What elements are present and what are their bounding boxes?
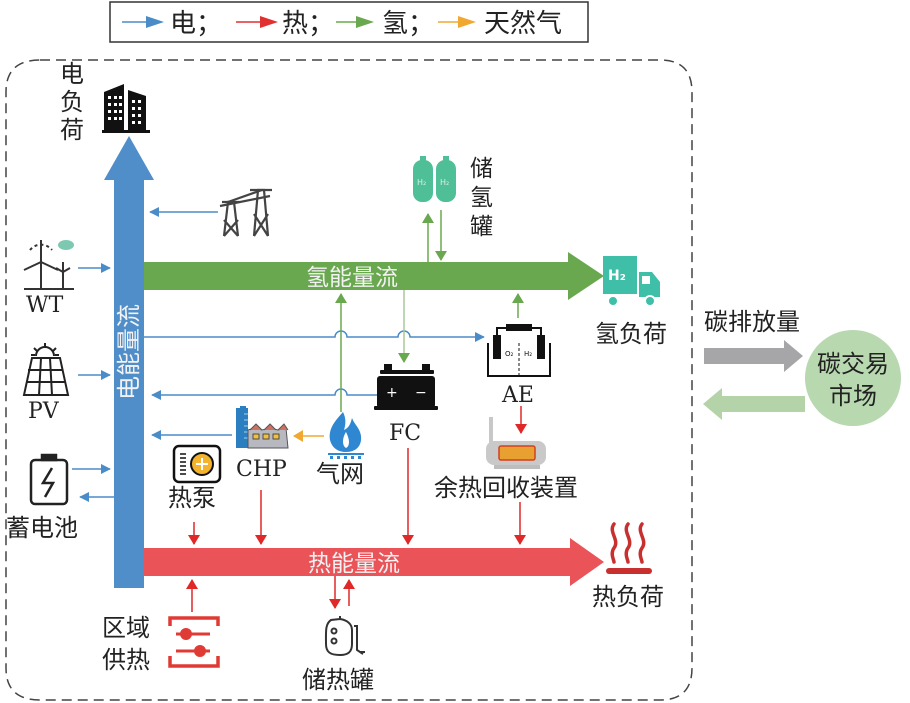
- legend-item-electric: 电；: [122, 9, 222, 39]
- heat-storage-node: 储热罐: [302, 576, 374, 694]
- electric-flow-bar: [114, 178, 144, 588]
- carbon-allowance-arrow: [703, 388, 805, 420]
- hydrogen-flow: 氢能量流: [144, 252, 604, 300]
- fc-minus-sign: −: [415, 385, 427, 401]
- electric-flow: 电能量流: [104, 136, 154, 588]
- electric-flow-label: 电能量流: [115, 304, 143, 400]
- fc-to-electric-line: [151, 388, 378, 400]
- solar-panel-icon: [22, 343, 70, 396]
- red-arrow-icon: [260, 16, 278, 28]
- electric-load-node: 电负荷: [60, 60, 150, 144]
- chp-node: CHP: [236, 406, 289, 545]
- heat-storage-label: 储热罐: [302, 666, 374, 694]
- legend-item-hydrogen: 氢；: [336, 9, 434, 39]
- building-icon: [102, 84, 150, 133]
- steam-base-icon: [606, 568, 652, 574]
- electric-to-ae-line: [144, 330, 485, 342]
- legend-item-gas: 天然气: [438, 9, 562, 39]
- hydrogen-flow-bar: [144, 262, 572, 290]
- heat-load-node: 热负荷: [592, 522, 664, 611]
- heat-pump-icon: [172, 444, 222, 484]
- hydrogen-flow-label: 氢能量流: [306, 265, 398, 291]
- transmission-tower-icon: [219, 188, 272, 237]
- boiler-icon: [486, 417, 546, 469]
- heat-tank-icon: [324, 616, 365, 657]
- legend-item-heat: 热；: [236, 9, 334, 39]
- tank-left-text: H₂: [417, 178, 426, 187]
- gas-grid-label: 气网: [316, 460, 364, 488]
- heat-flow-arrowhead: [570, 538, 604, 586]
- fuel-cell-icon: + −: [374, 364, 438, 410]
- chp-label: CHP: [236, 457, 287, 482]
- electric-flow-arrowhead: [104, 136, 154, 180]
- electrolyzer-icon: [487, 324, 551, 377]
- system-boundary: [5, 59, 693, 701]
- wind-turbine-icon: [23, 240, 74, 290]
- heat-flow: 热能量流: [144, 538, 604, 586]
- hydrogen-flow-arrowhead: [568, 252, 604, 300]
- battery-label: 蓄电池: [6, 514, 78, 542]
- wt-label: WT: [26, 293, 64, 318]
- green-arrow-icon: [356, 16, 374, 28]
- hydrogen-load-label: 氢负荷: [595, 320, 667, 348]
- waste-heat-node: 余热回收装置: [434, 417, 578, 545]
- heating-controls-icon: [168, 616, 220, 668]
- carbon-emission-arrow: [704, 340, 803, 372]
- hydrogen-tank-icon: H₂ H₂: [413, 156, 456, 202]
- fuel-cell-node: + − FC: [374, 364, 438, 446]
- hydrogen-storage-node: H₂ H₂ 储氢罐: [413, 156, 493, 240]
- ae-label: AE: [501, 383, 534, 408]
- district-heating-node: 区域供热: [102, 579, 220, 674]
- legend: 电； 热； 氢； 天然气: [109, 1, 589, 43]
- hydrogen-truck-icon: H₂: [603, 256, 660, 307]
- fc-label: FC: [389, 421, 421, 446]
- carbon-market-circle: [805, 330, 901, 426]
- chp-plant-icon: [236, 406, 289, 449]
- heat-flow-label: 热能量流: [308, 551, 400, 577]
- cloud-icon: [58, 240, 74, 250]
- wind-turbine-node: WT: [23, 240, 111, 318]
- legend-label-hydrogen: 氢；: [382, 9, 434, 39]
- district-heating-label: 区域供热: [102, 614, 150, 674]
- legend-label-gas: 天然气: [484, 9, 562, 39]
- electric-load-label: 电负荷: [60, 60, 84, 144]
- legend-label-electric: 电；: [170, 9, 222, 39]
- waste-heat-label: 余热回收装置: [434, 474, 578, 502]
- electrolyzer-node: O₂ H₂ AE: [487, 324, 551, 434]
- pv-node: PV: [22, 343, 111, 424]
- heat-load-label: 热负荷: [592, 583, 664, 611]
- carbon-market-label-line1: 碳交易: [817, 350, 889, 378]
- heat-pump-label: 热泵: [168, 484, 216, 512]
- ae-o2-text: O₂: [505, 350, 514, 358]
- blue-arrow-icon: [146, 16, 164, 28]
- steam-icon: [610, 522, 646, 564]
- carbon-market-label-line2: 市场: [829, 382, 877, 410]
- orange-arrow-icon: [458, 16, 476, 28]
- carbon-trading-section: 碳排放量 碳交易 市场: [703, 308, 901, 426]
- heat-pump-node: 热泵: [168, 444, 222, 545]
- hydrogen-storage-label: 储氢罐: [470, 156, 493, 240]
- ae-h2-text: H₂: [524, 350, 532, 358]
- battery-node: 蓄电池: [6, 453, 114, 542]
- tank-right-text: H₂: [440, 178, 449, 187]
- pv-label: PV: [28, 399, 60, 424]
- power-grid-node: [149, 188, 272, 237]
- gas-flame-icon: [328, 412, 364, 459]
- battery-icon: [29, 453, 69, 506]
- heat-flow-bar: [144, 548, 574, 576]
- fc-plus-sign: +: [386, 385, 398, 401]
- carbon-emission-label: 碳排放量: [704, 308, 800, 336]
- gas-grid-node: 气网: [293, 412, 364, 488]
- legend-label-heat: 热；: [282, 9, 334, 39]
- h2-truck-text: H₂: [608, 268, 626, 284]
- hydrogen-load-node: H₂ 氢负荷: [595, 256, 667, 348]
